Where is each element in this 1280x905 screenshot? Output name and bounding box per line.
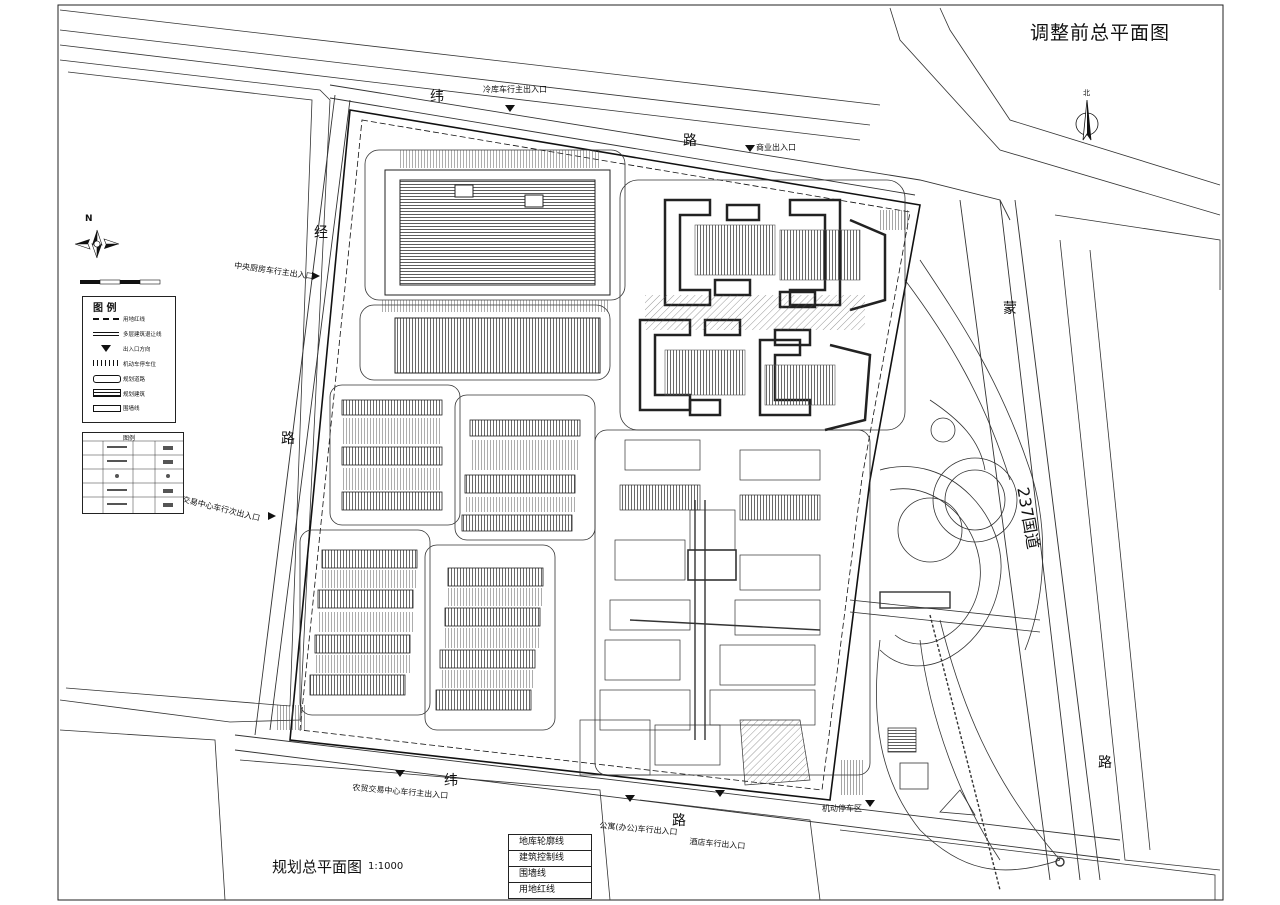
road-north-label-2: 路 [683,133,697,149]
secondary-legend-title: 图例 [123,435,136,442]
planned-building-icon [93,389,121,397]
roads [234,84,1121,881]
internal-roads [299,149,906,776]
road-south-label-1: 纬 [444,773,458,789]
legend-item-building: 规划建筑 [123,392,146,398]
road-south-label-2: 路 [672,813,686,829]
planned-road-icon [93,375,121,383]
scale-bar [80,279,161,285]
legend-item-parking: 机动车停车位 [123,362,157,368]
interchange-ramps [849,259,1061,871]
compass-n-label: N [85,214,93,224]
scale-label: 1:1000 [368,861,404,872]
market-halls [309,399,581,711]
park-features [879,417,1065,891]
perimeter-stalls [275,210,910,795]
road-north-label-1: 纬 [430,89,444,105]
line-key-table: 地库轮廓线 建筑控制线 围墙线 用地红线 [508,834,592,899]
central-kitchen-building [394,317,601,374]
title-site-plan: 规划总平面图 [272,858,363,876]
setback-line-symbol [93,332,119,336]
site-line-symbol [93,318,119,325]
legend-item-road: 规划道路 [123,377,146,383]
north-arrow-icon [1075,99,1099,141]
parking-rows [315,150,610,688]
legend-item-site-line: 用地红线 [123,317,146,323]
entrance-direction-icon [101,345,111,352]
wall-line-icon [93,405,121,412]
legend-item-entrance: 出入口方向 [123,347,151,353]
commercial-entrance-label: 商业出入口 [756,143,796,152]
road-west-label-1: 经 [314,225,328,241]
legend-title: 图 例 [93,303,117,314]
entrance-arrows [268,105,875,807]
road-west-label-2: 路 [281,431,295,447]
secondary-legend: 图例 [82,432,184,514]
commercial-plaza [645,295,865,330]
context-blocks [59,7,1221,901]
road-east-label-2: 路 [1098,755,1112,771]
residential-complex [579,439,821,786]
parking-stall-icon [93,360,119,366]
commercial-inner [664,224,861,406]
key-row-building-control: 建筑控制线 [509,851,591,867]
key-row-wall: 围墙线 [509,867,591,883]
parking-area-label: 机动停车区 [822,804,862,813]
compass-rose-icon [74,229,120,259]
key-row-basement: 地库轮廓线 [509,835,591,851]
secondary-legend-grid [83,440,183,513]
legend-item-setback: 多层建筑退让线 [123,332,162,338]
title-before-adjustment: 调整前总平面图 [1030,22,1171,44]
legend: 图 例 用地红线 多层建筑退让线 出入口方向 机动车停车位 规划道路 规划建筑 … [82,296,176,423]
cold-storage-building [384,169,611,296]
legend-item-wall: 围墙线 [123,406,140,412]
key-row-site-line: 用地红线 [519,885,556,895]
road-meng-label: 蒙 [1003,301,1017,317]
north-label: 北 [1083,89,1090,97]
cold-chain-entrance-label: 冷库车行主出入口 [483,85,547,94]
